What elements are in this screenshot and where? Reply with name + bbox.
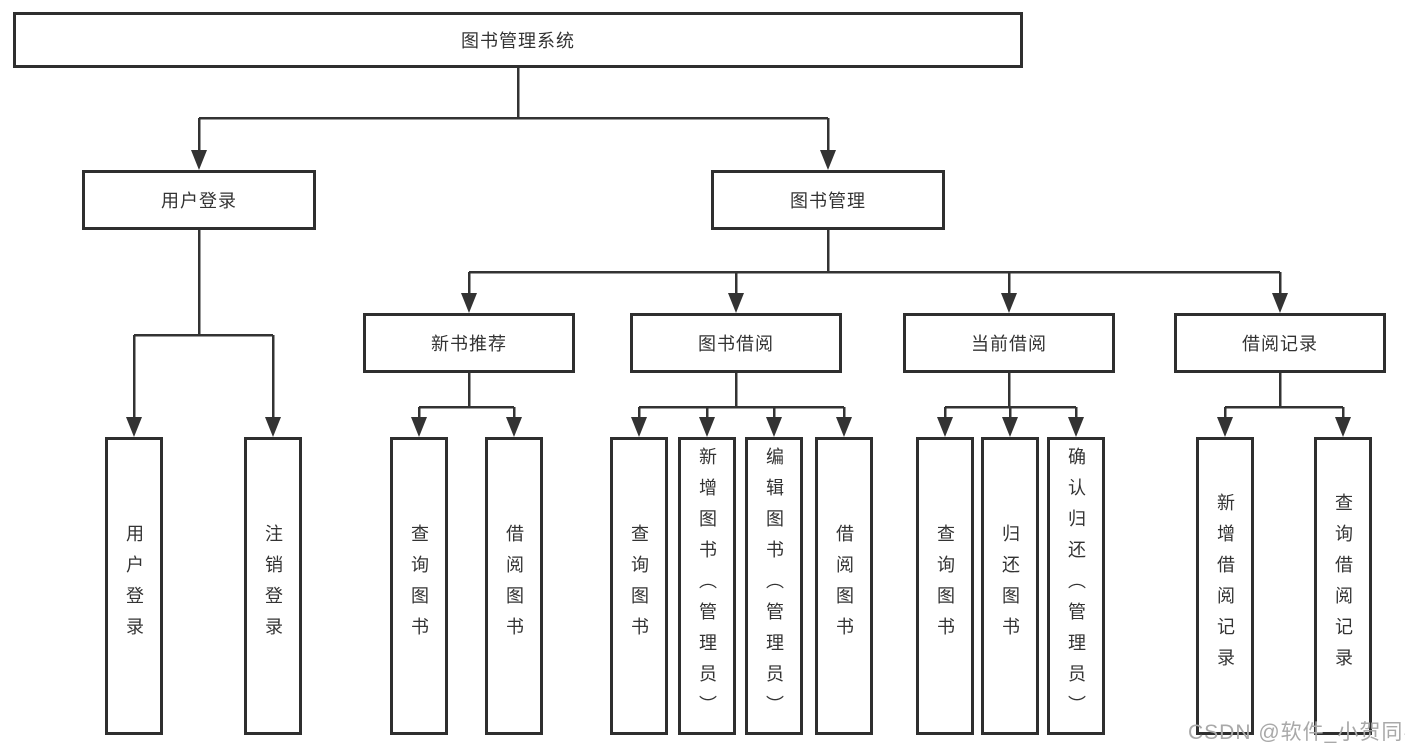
node-label: 查询图书: [409, 524, 429, 648]
node-label: 图书管理: [790, 191, 866, 211]
node-user-login: 用户登录: [82, 170, 316, 230]
node-label: 编辑图书（管理员）: [764, 446, 784, 726]
node-label: 查询图书: [935, 524, 955, 648]
leaf-confirm-return-admin: 确认归还（管理员）: [1047, 437, 1105, 735]
leaf-add-books-admin: 新增图书（管理员）: [678, 437, 736, 735]
leaf-borrow-books-recommend: 借阅图书: [485, 437, 543, 735]
leaf-return-books: 归还图书: [981, 437, 1039, 735]
node-borrowing-records: 借阅记录: [1174, 313, 1386, 373]
leaf-query-books-current: 查询图书: [916, 437, 974, 735]
node-label: 借阅记录: [1242, 334, 1318, 354]
node-label: 归还图书: [1000, 524, 1020, 648]
node-library-management-system: 图书管理系统: [13, 12, 1023, 68]
watermark: CSDN @软件_小贺同学: [1188, 721, 1405, 744]
node-label: 新书推荐: [431, 334, 507, 354]
node-label: 借阅图书: [834, 524, 854, 648]
node-book-management: 图书管理: [711, 170, 945, 230]
node-label: 借阅图书: [504, 524, 524, 648]
node-label: 查询图书: [629, 524, 649, 648]
node-label: 用户登录: [161, 191, 237, 211]
leaf-logout: 注销登录: [244, 437, 302, 735]
leaf-query-borrow-record: 查询借阅记录: [1314, 437, 1372, 735]
node-label: 用户登录: [124, 524, 144, 648]
leaf-user-login: 用户登录: [105, 437, 163, 735]
node-label: 图书管理系统: [461, 31, 575, 51]
node-label: 图书借阅: [698, 334, 774, 354]
leaf-query-books-borrow: 查询图书: [610, 437, 668, 735]
node-label: 查询借阅记录: [1333, 493, 1353, 679]
node-label: 当前借阅: [971, 334, 1047, 354]
leaf-edit-books-admin: 编辑图书（管理员）: [745, 437, 803, 735]
node-book-borrowing: 图书借阅: [630, 313, 842, 373]
node-current-borrowing: 当前借阅: [903, 313, 1115, 373]
node-label: 确认归还（管理员）: [1066, 446, 1086, 726]
node-new-book-recommendation: 新书推荐: [363, 313, 575, 373]
node-label: 新增借阅记录: [1215, 493, 1235, 679]
leaf-borrow-books: 借阅图书: [815, 437, 873, 735]
node-label: 注销登录: [263, 524, 283, 648]
node-label: 新增图书（管理员）: [697, 446, 717, 726]
leaf-query-books-recommend: 查询图书: [390, 437, 448, 735]
leaf-add-borrow-record: 新增借阅记录: [1196, 437, 1254, 735]
